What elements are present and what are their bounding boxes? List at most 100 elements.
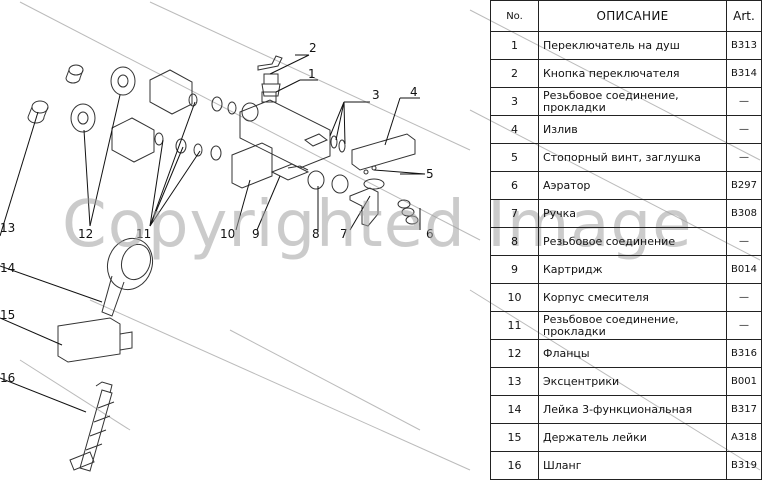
- threaded-connection-part: [304, 133, 346, 153]
- row-no: 5: [490, 143, 539, 172]
- row-art: B316: [726, 339, 762, 368]
- row-art: —: [726, 115, 762, 144]
- row-no: 3: [490, 87, 539, 116]
- row-no: 15: [490, 423, 539, 452]
- callout-2: 2: [309, 41, 317, 55]
- row-art: —: [726, 283, 762, 312]
- row-no: 10: [490, 283, 539, 312]
- shower-head-part: [101, 237, 154, 317]
- washer-parts: [154, 93, 237, 161]
- row-art: —: [726, 227, 762, 256]
- leader-lines: [0, 54, 426, 413]
- row-description: Стопорный винт, заглушка: [538, 143, 727, 172]
- row-description: Резьбовое соединение: [538, 227, 727, 256]
- callout-6: 6: [426, 227, 434, 241]
- hose-part: [69, 381, 115, 472]
- mixer-body-part: [231, 91, 331, 189]
- row-no: 7: [490, 199, 539, 228]
- row-description: Резьбовое соединение, прокладки: [538, 311, 727, 340]
- row-art: B001: [726, 367, 762, 396]
- callout-4: 4: [410, 85, 418, 99]
- callout-15: 15: [0, 308, 15, 322]
- row-description: Ручка: [538, 199, 727, 228]
- callout-9: 9: [252, 227, 260, 241]
- row-description: Держатель лейки: [538, 423, 727, 452]
- callout-10: 10: [220, 227, 235, 241]
- shower-holder-part: [57, 317, 133, 363]
- table-header-row: No. ОПИСАНИЕ Art.: [490, 0, 762, 32]
- mounting-plate-part: [111, 69, 193, 163]
- row-description: Переключатель на душ: [538, 31, 727, 60]
- callout-12: 12: [78, 227, 93, 241]
- row-art: B317: [726, 395, 762, 424]
- row-no: 4: [490, 115, 539, 144]
- row-no: 8: [490, 227, 539, 256]
- row-no: 12: [490, 339, 539, 368]
- callout-8: 8: [312, 227, 320, 241]
- callout-7: 7: [340, 227, 348, 241]
- row-art: —: [726, 143, 762, 172]
- row-description: Кнопка переключателя: [538, 59, 727, 88]
- row-no: 13: [490, 367, 539, 396]
- row-description: Эксцентрики: [538, 367, 727, 396]
- row-no: 16: [490, 451, 539, 480]
- callout-1: 1: [308, 67, 316, 81]
- row-description: Фланцы: [538, 339, 727, 368]
- callout-13: 13: [0, 221, 15, 235]
- row-description: Излив: [538, 115, 727, 144]
- flange-part: [70, 66, 136, 133]
- spout-part: [351, 133, 416, 171]
- callout-5: 5: [426, 167, 434, 181]
- row-art: —: [726, 311, 762, 340]
- row-art: B314: [726, 59, 762, 88]
- row-description: Картридж: [538, 255, 727, 284]
- row-no: 11: [490, 311, 539, 340]
- row-art: B308: [726, 199, 762, 228]
- handle-part: [349, 178, 385, 227]
- threaded-nut-part: [307, 170, 349, 194]
- row-no: 6: [490, 171, 539, 200]
- row-art: B319: [726, 451, 762, 480]
- cartridge-part: [270, 163, 310, 181]
- row-description: Лейка 3-функциональная: [538, 395, 727, 424]
- row-art: B014: [726, 255, 762, 284]
- callout-11: 11: [136, 227, 151, 241]
- row-no: 2: [490, 59, 539, 88]
- row-description: Шланг: [538, 451, 727, 480]
- row-art: B313: [726, 31, 762, 60]
- callout-3: 3: [372, 88, 380, 102]
- header-art: Art.: [726, 0, 762, 32]
- eccentric-part: [27, 64, 84, 124]
- row-description: Аэратор: [538, 171, 727, 200]
- row-description: Корпус смесителя: [538, 283, 727, 312]
- row-no: 9: [490, 255, 539, 284]
- row-description: Резьбовое соединение, прокладки: [538, 87, 727, 116]
- row-art: A318: [726, 423, 762, 452]
- row-no: 1: [490, 31, 539, 60]
- callout-14: 14: [0, 261, 15, 275]
- row-art: —: [726, 87, 762, 116]
- callout-16: 16: [0, 371, 15, 385]
- row-no: 14: [490, 395, 539, 424]
- aerator-part: [397, 199, 419, 225]
- header-no: No.: [490, 0, 539, 32]
- diverter-part: [257, 55, 283, 97]
